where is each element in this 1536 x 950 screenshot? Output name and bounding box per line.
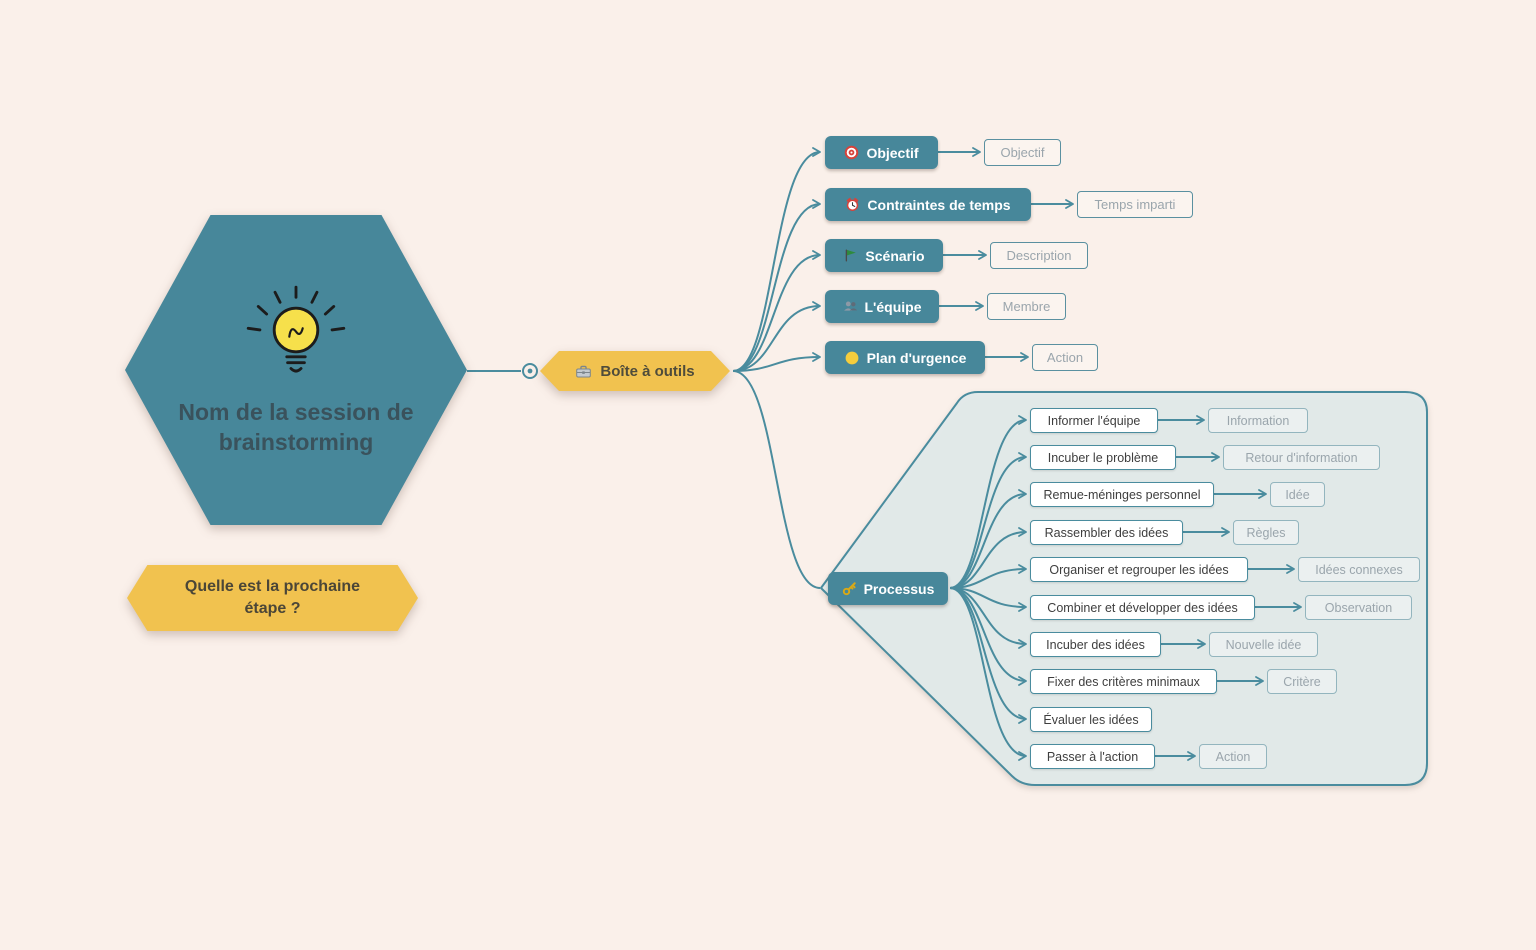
branch-connectors [732,147,821,589]
step-connectors [949,415,1027,761]
step-label: Passer à l'action [1046,749,1139,764]
step-label: Organiser et regrouper les idées [1049,562,1229,577]
branch-label: Scénario [865,247,925,264]
step-evaluer-idees[interactable]: Évaluer les idées [1030,707,1152,732]
branch-equipe-child[interactable]: Membre [987,293,1066,320]
branch-contraintes-de-temps[interactable]: Contraintes de temps [825,188,1031,221]
step-child-nouvelle-idee[interactable]: Nouvelle idée [1209,632,1318,657]
branch-objectif-child[interactable]: Objectif [984,139,1061,166]
alarm-clock-icon [845,197,860,212]
step-organiser-regrouper[interactable]: Organiser et regrouper les idées [1030,557,1248,582]
step-label: Rassembler des idées [1044,525,1169,540]
step-label: Combiner et développer des idées [1047,600,1238,615]
child-label: Objectif [1000,145,1045,160]
child-label: Description [1006,248,1072,263]
main-topic-node[interactable]: Nom de la session de brainstorming [125,215,467,525]
step-incuber-idees[interactable]: Incuber des idées [1030,632,1161,657]
yellow-circle-icon [844,350,860,366]
floating-topic-node[interactable]: Quelle est la prochaine étape ? [127,565,418,631]
step-remue-meninges[interactable]: Remue-méninges personnel [1030,482,1214,507]
team-icon [843,299,858,314]
step-label: Évaluer les idées [1043,712,1139,727]
step-rassembler-idees[interactable]: Rassembler des idées [1030,520,1183,545]
step-label: Remue-méninges personnel [1043,487,1201,502]
branch-label: Contraintes de temps [867,196,1011,213]
step-combiner-developper[interactable]: Combiner et développer des idées [1030,595,1255,620]
step-child-connectors [1155,415,1302,761]
branch-equipe[interactable]: L'équipe [825,290,939,323]
floating-topic-label: Quelle est la prochaine étape ? [184,577,361,617]
key-icon [842,581,857,596]
toolbox-node[interactable]: Boîte à outils [540,351,730,391]
child-label: Temps imparti [1094,197,1176,212]
toolbox-label: Boîte à outils [600,362,695,380]
step-informer-equipe[interactable]: Informer l'équipe [1030,408,1158,433]
branch-label: Processus [863,580,935,597]
step-label: Incuber des idées [1046,637,1145,652]
child-label: Membre [1002,299,1051,314]
step-passer-action[interactable]: Passer à l'action [1030,744,1155,769]
child-label: Idées connexes [1315,562,1403,577]
child-label: Critère [1283,674,1321,689]
branch-plan-urgence-child[interactable]: Action [1032,344,1098,371]
child-label: Information [1226,413,1290,428]
step-fixer-criteres[interactable]: Fixer des critères minimaux [1030,669,1217,694]
branch-label: L'équipe [864,298,922,315]
step-incuber-probleme[interactable]: Incuber le problème [1030,445,1176,470]
child-label: Action [1215,749,1251,764]
branch-objectif[interactable]: Objectif [825,136,938,169]
branch-contraintes-child[interactable]: Temps imparti [1077,191,1193,218]
branch-handle-dot [527,368,533,374]
child-label: Règles [1246,525,1286,540]
step-child-action[interactable]: Action [1199,744,1267,769]
child-label: Observation [1324,600,1393,615]
branch-scenario-child[interactable]: Description [990,242,1088,269]
toolbox-icon [575,363,592,380]
step-child-idee[interactable]: Idée [1270,482,1325,507]
child-label: Idée [1285,487,1310,502]
child-label: Nouvelle idée [1225,637,1302,652]
child-label: Action [1046,350,1084,365]
branch-handle[interactable] [522,363,538,379]
child-label: Retour d'information [1245,450,1358,465]
step-label: Fixer des critères minimaux [1047,674,1200,689]
branch-scenario[interactable]: Scénario [825,239,943,272]
step-child-information[interactable]: Information [1208,408,1308,433]
step-child-observation[interactable]: Observation [1305,595,1412,620]
step-child-idees-connexes[interactable]: Idées connexes [1298,557,1420,582]
branch-label: Plan d'urgence [866,349,967,366]
step-child-critere[interactable]: Critère [1267,669,1337,694]
step-child-regles[interactable]: Règles [1233,520,1299,545]
step-label: Informer l'équipe [1047,413,1141,428]
step-child-retour[interactable]: Retour d'information [1223,445,1380,470]
target-icon [844,145,859,160]
main-topic-label: Nom de la session de brainstorming [178,398,414,455]
flag-icon [843,248,858,263]
lightbulb-icon [237,283,355,387]
branch-plan-urgence[interactable]: Plan d'urgence [825,341,985,374]
branch-label: Objectif [866,144,919,161]
step-label: Incuber le problème [1047,450,1159,465]
branch-processus[interactable]: Processus [828,572,948,605]
